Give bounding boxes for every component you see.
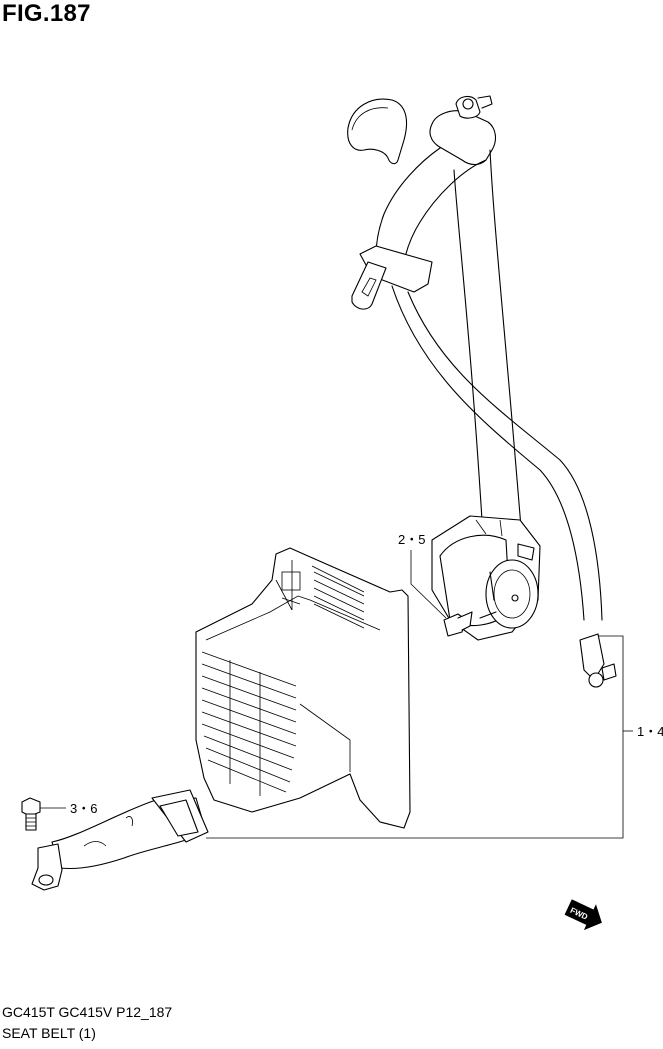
retractor-bolt (443, 611, 473, 637)
lap-belt-right-anchor (579, 633, 617, 688)
buckle-assembly (31, 789, 209, 891)
figure-code: GC415T GC415V P12_187 (2, 1004, 173, 1020)
shoulder-belt-webbing (375, 147, 523, 541)
belt-tongue-plate (351, 245, 433, 310)
quarter-trim-panel (195, 547, 411, 829)
callout-leader-c1 (410, 550, 447, 619)
figure-name: SEAT BELT (1) (2, 1025, 96, 1041)
callout-c3-label: 3・6 (70, 801, 97, 816)
retractor-assembly (431, 515, 541, 641)
fwd-direction-arrow: FWD (564, 899, 602, 931)
callout-leader-c2 (206, 635, 624, 839)
anchor-cover-cap (347, 98, 408, 165)
buckle-bolt (21, 797, 41, 831)
lap-belt-webbing (391, 285, 603, 621)
upper-anchor-bracket (429, 95, 497, 166)
callout-c1-label: 2・5 (398, 532, 425, 547)
callout-c2-label: 1・4 (637, 724, 663, 739)
figure-title: FIG.187 (2, 0, 91, 27)
